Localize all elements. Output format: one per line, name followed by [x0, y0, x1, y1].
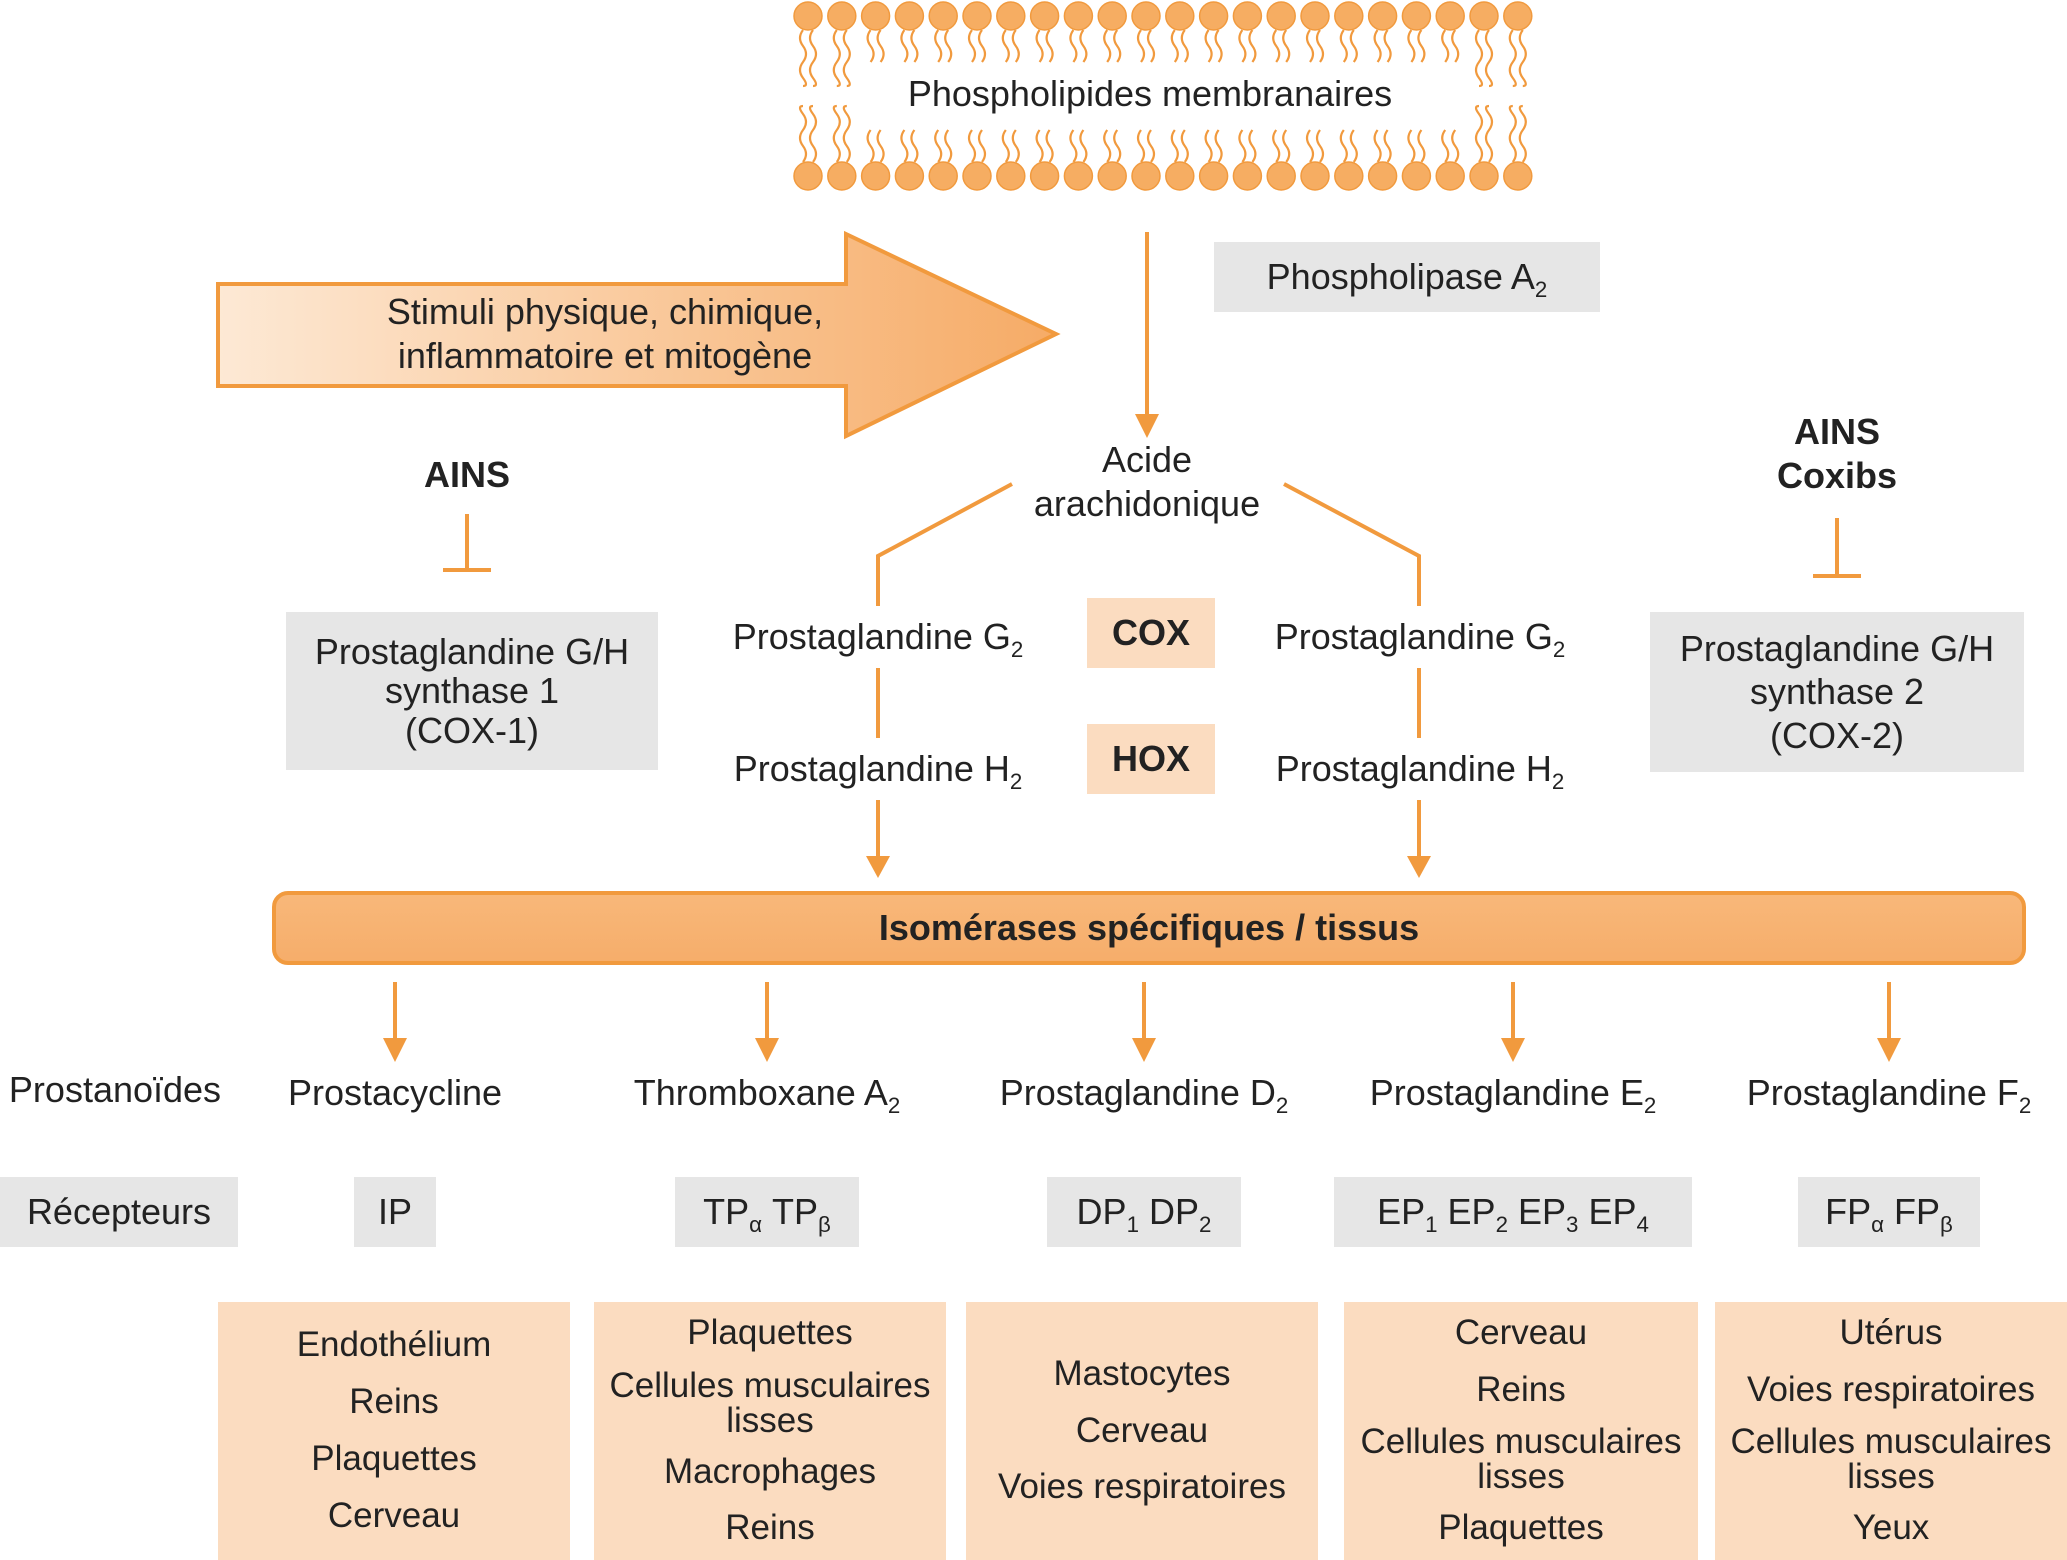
tissue-item: Plaquettes	[687, 1312, 853, 1352]
cox1-line-2: synthase 1	[384, 670, 560, 712]
left-inhibition-symbol	[443, 514, 491, 572]
cox2-line-2: synthase 2	[1749, 671, 1925, 713]
left-pg-g2-label: Prostaglandine G2	[732, 616, 1024, 662]
right-inhibition-symbol	[1813, 518, 1861, 578]
tissue-item: Macrophages	[663, 1451, 877, 1491]
cox2-box: Prostaglandine G/H synthase 2 (COX-2)	[1650, 612, 2024, 772]
cox2-line-3: (COX-2)	[1770, 714, 1904, 756]
receptors-row-label: Récepteurs	[0, 1177, 238, 1247]
stimuli-line-2: inflammatoire et mitogène	[397, 334, 813, 376]
prostanoid-name: Prostaglandine F2	[1746, 1072, 2032, 1118]
stimuli-label: Stimuli physique, chimique, inflammatoir…	[330, 290, 880, 378]
receptor-box: EP1 EP2 EP3 EP4	[1334, 1177, 1692, 1247]
arachidonic-acid-label: Acide arachidonique	[1007, 438, 1287, 526]
receptor-box: DP1 DP2	[1047, 1177, 1241, 1247]
tissue-item: Reins	[349, 1382, 439, 1422]
receptor-box: FPα FPβ	[1798, 1177, 1980, 1247]
right-inhibitor-line-1: AINS	[1793, 411, 1880, 452]
stimuli-arrow-shape	[216, 230, 1061, 440]
membrane-label: Phospholipides membranaires	[907, 73, 1393, 114]
tissue-item: Plaquettes	[1438, 1508, 1604, 1548]
cox1-line-1: Prostaglandine G/H	[314, 630, 630, 672]
tissue-item: Plaquettes	[311, 1439, 477, 1478]
tissue-item: Cerveau	[1075, 1410, 1209, 1450]
tissue-item: Voies respiratoires	[998, 1467, 1286, 1507]
right-pg-h2-label: Prostaglandine H2	[1275, 748, 1565, 794]
right-inhibitor-label: AINS Coxibs	[1737, 410, 1937, 498]
branch-right-line	[1283, 482, 1421, 606]
phospholipase-a2-label: Phospholipase A2	[1266, 256, 1548, 302]
prostanoids-row-label: Prostanoïdes	[8, 1069, 222, 1110]
isomerase-output-arrows	[383, 982, 1901, 1062]
left-inhibitor-label: AINS	[423, 454, 510, 495]
prostanoid-name: Thromboxane A2	[633, 1072, 901, 1118]
isomerase-arrow-head	[1877, 1038, 1901, 1062]
branch-left-line	[876, 482, 1013, 606]
membrane-bilayer-icon	[793, 1, 1533, 191]
tissue-item: Voies respiratoires	[1747, 1369, 2035, 1409]
isomerase-arrow-head	[1501, 1038, 1525, 1062]
cox-enzyme-box: COX	[1087, 598, 1215, 668]
cox1-box: Prostaglandine G/H synthase 1 (COX-1)	[286, 612, 658, 770]
cox2-line-1: Prostaglandine G/H	[1679, 628, 1995, 670]
right-pg-g2-label: Prostaglandine G2	[1274, 616, 1566, 662]
tissue-item: Cerveau	[327, 1495, 461, 1535]
tissue-item: Reins	[725, 1508, 815, 1548]
arrow-left-h2-to-isomerases	[866, 800, 890, 878]
receptor-box: TPα TPβ	[675, 1177, 859, 1247]
tissue-item: Reins	[1476, 1369, 1566, 1409]
phospholipase-a2-box: Phospholipase A2	[1214, 242, 1600, 312]
tissue-item: Cerveau	[1454, 1312, 1588, 1352]
receptor-box: IP	[354, 1177, 436, 1247]
left-pg-h2-label: Prostaglandine H2	[733, 748, 1023, 794]
arrow-membrane-to-arachidonic	[1135, 232, 1159, 438]
cox1-line-3: (COX-1)	[405, 709, 539, 751]
isomerases-bar-shape	[272, 891, 2026, 965]
prostanoid-name: Prostacycline	[287, 1072, 503, 1113]
prostanoid-name: Prostaglandine D2	[999, 1072, 1289, 1118]
prostanoid-name: Prostaglandine E2	[1369, 1072, 1657, 1118]
isomerase-arrow-head	[755, 1038, 779, 1062]
hox-enzyme-box: HOX	[1087, 724, 1215, 794]
tissue-item: Utérus	[1839, 1312, 1943, 1352]
arachidonic-line-2: arachidonique	[1033, 482, 1261, 524]
isomerase-arrow-head	[1132, 1038, 1156, 1062]
arachidonic-line-1: Acide	[1101, 439, 1193, 480]
isomerases-label: Isomérases spécifiques / tissus	[878, 907, 1420, 948]
tissue-item: Mastocytes	[1053, 1353, 1231, 1393]
isomerase-arrow-head	[383, 1038, 407, 1062]
stimuli-line-1: Stimuli physique, chimique,	[386, 291, 824, 332]
tissue-item: Yeux	[1852, 1508, 1930, 1548]
arrow-right-h2-to-isomerases	[1407, 800, 1431, 878]
right-inhibitor-line-2: Coxibs	[1776, 454, 1898, 496]
tissue-item: Endothélium	[296, 1325, 492, 1365]
